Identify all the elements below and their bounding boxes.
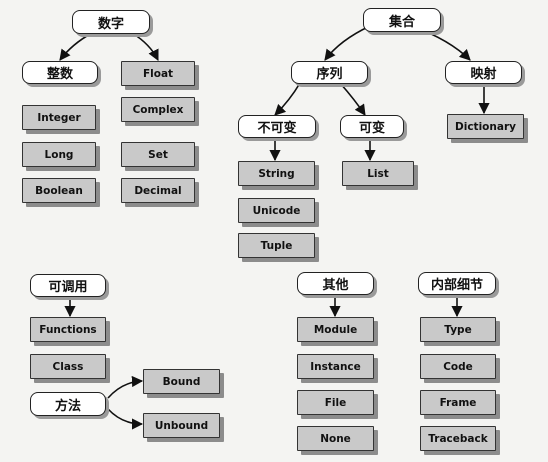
node-unbound: Unbound [143, 413, 220, 438]
node-mutable: 可变 [340, 115, 404, 138]
arrow-collection-to-sequence [324, 25, 371, 61]
node-internals: 内部细节 [418, 272, 496, 295]
node-integer: Integer [22, 105, 96, 130]
node-sequence: 序列 [291, 61, 368, 84]
node-type: Type [420, 317, 496, 342]
arrow-number-to-integer-group [59, 32, 93, 61]
node-instance: Instance [297, 354, 374, 379]
node-collection: 集合 [363, 8, 441, 32]
node-tuple: Tuple [238, 233, 315, 258]
node-boolean: Boolean [22, 178, 96, 203]
node-method: 方法 [30, 392, 106, 416]
node-list: List [342, 161, 414, 186]
node-file: File [297, 390, 374, 415]
node-class: Class [30, 354, 106, 379]
arrow-method-to-bound [107, 375, 144, 399]
node-integer-group: 整数 [22, 61, 98, 84]
arrow-method-to-unbound [107, 408, 144, 430]
node-mapping: 映射 [445, 61, 522, 84]
node-none: None [297, 426, 374, 451]
node-decimal: Decimal [121, 178, 195, 203]
node-dictionary: Dictionary [447, 114, 524, 139]
node-other: 其他 [297, 272, 374, 295]
node-set: Set [121, 142, 195, 167]
node-bound: Bound [143, 369, 220, 394]
node-unicode: Unicode [238, 198, 315, 223]
node-frame: Frame [420, 390, 496, 415]
node-long: Long [22, 142, 96, 167]
node-module: Module [297, 317, 374, 342]
arrow-sequence-to-immutable [274, 82, 301, 116]
node-complex: Complex [121, 97, 195, 122]
node-immutable: 不可变 [238, 115, 316, 138]
arrow-number-to-float [131, 32, 159, 62]
node-code: Code [420, 354, 496, 379]
node-float: Float [121, 61, 195, 86]
node-number: 数字 [72, 10, 150, 34]
node-traceback: Traceback [420, 426, 496, 451]
arrow-sequence-to-mutable [339, 82, 366, 116]
node-functions: Functions [30, 317, 106, 342]
node-callable: 可调用 [30, 274, 106, 297]
node-string: String [238, 161, 315, 186]
